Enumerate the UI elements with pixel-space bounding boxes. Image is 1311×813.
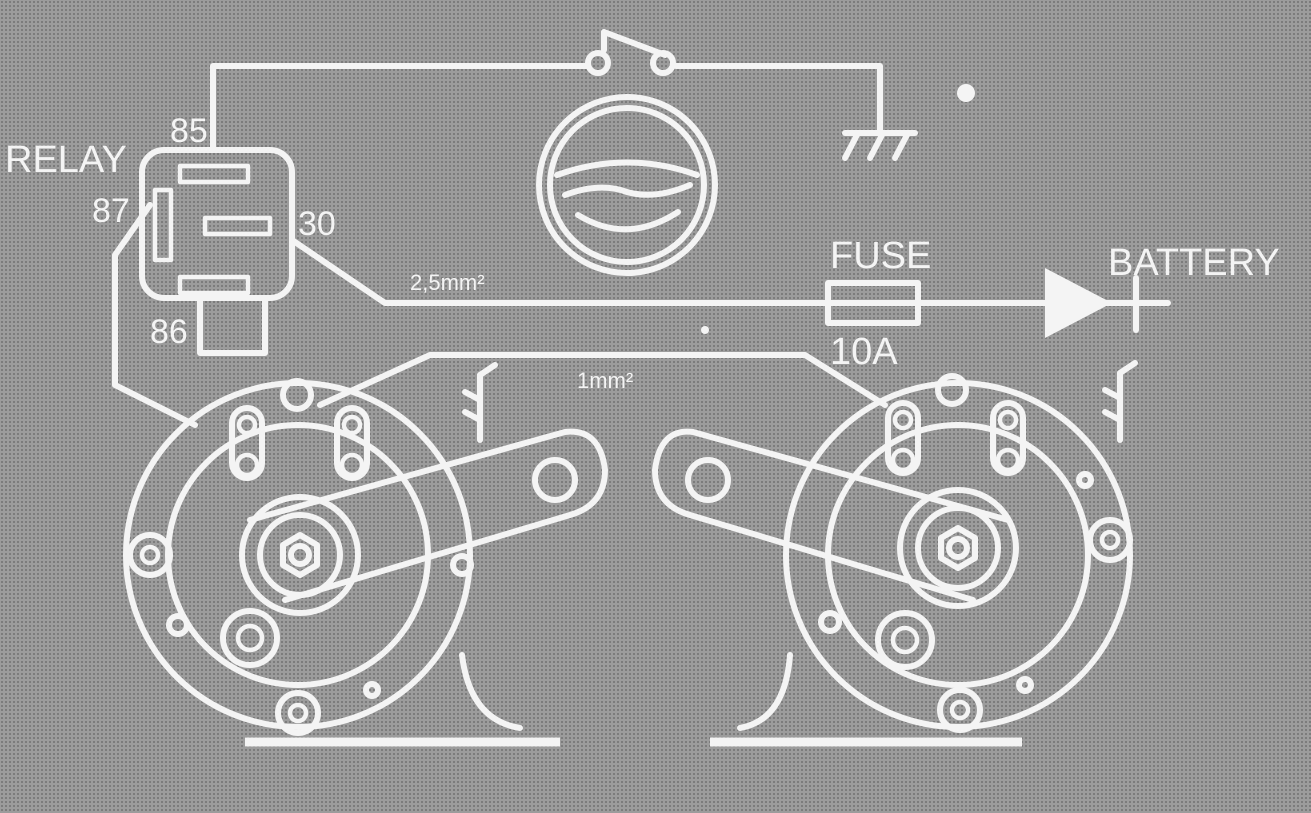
horn-left bbox=[123, 378, 608, 747]
horn-right-terminal-2 bbox=[990, 400, 1026, 476]
horn-right-diaphragm bbox=[897, 487, 1019, 609]
ground-symbol-switch bbox=[842, 130, 918, 161]
relay bbox=[139, 147, 295, 356]
ground-symbol-horn-right bbox=[1102, 360, 1138, 443]
horn-right-diaphragm-inner bbox=[915, 505, 1001, 591]
horn-left-stand bbox=[459, 652, 523, 731]
horn-left-terminal-2 bbox=[334, 405, 370, 481]
wire-dot bbox=[701, 326, 709, 334]
horn-left-terminal-1 bbox=[229, 405, 265, 481]
horn-right-bracket-arm bbox=[652, 428, 1011, 603]
wire-30-main bbox=[289, 237, 831, 306]
switch-contact-left bbox=[585, 50, 611, 76]
relay-pin-30 bbox=[202, 215, 273, 237]
wire-horn-link bbox=[317, 352, 888, 408]
relay-pin-87 bbox=[152, 187, 174, 263]
relay-pin-86 bbox=[177, 274, 251, 296]
horn-left-inner-rim bbox=[165, 422, 431, 688]
wire-main-label: 2,5mm² bbox=[410, 270, 485, 295]
horn-left-bracket-arm bbox=[247, 428, 608, 603]
relay-label: RELAY bbox=[5, 139, 127, 181]
battery-arrow bbox=[1045, 268, 1112, 338]
horn-left-rim bbox=[123, 380, 473, 730]
wire-horn-label: 1mm² bbox=[577, 368, 633, 393]
relay-pin-85 bbox=[177, 163, 251, 185]
dot-marker bbox=[957, 84, 975, 102]
fuse-label: FUSE bbox=[830, 235, 931, 277]
horn-right-adjust-nut bbox=[938, 525, 978, 571]
battery-label: BATTERY bbox=[1108, 242, 1280, 284]
switch-blade bbox=[601, 29, 668, 58]
horn-left-diaphragm bbox=[239, 494, 361, 616]
relay-pin-86-ground bbox=[197, 295, 268, 356]
wire-87-to-horn-left bbox=[112, 202, 198, 428]
pin-30-label: 30 bbox=[298, 205, 336, 243]
fuse-rating-label: 10A bbox=[830, 331, 898, 373]
horn-right-stand bbox=[737, 652, 793, 731]
ground-symbol-horn-left bbox=[462, 362, 498, 443]
pin-85-label: 85 bbox=[170, 112, 208, 150]
wiring bbox=[112, 63, 1063, 428]
wire-85-to-switch bbox=[210, 63, 591, 153]
horn-switch bbox=[585, 29, 676, 76]
pin-87-label: 87 bbox=[92, 192, 130, 230]
horn-left-diaphragm-inner bbox=[257, 512, 343, 598]
horn-right bbox=[652, 373, 1133, 747]
pin-86-label: 86 bbox=[150, 313, 188, 351]
horn-left-adjust-nut bbox=[280, 532, 320, 578]
horn-button bbox=[536, 94, 718, 276]
horn-right-terminal-1 bbox=[885, 400, 921, 476]
wire-switch-to-ground bbox=[673, 63, 883, 133]
